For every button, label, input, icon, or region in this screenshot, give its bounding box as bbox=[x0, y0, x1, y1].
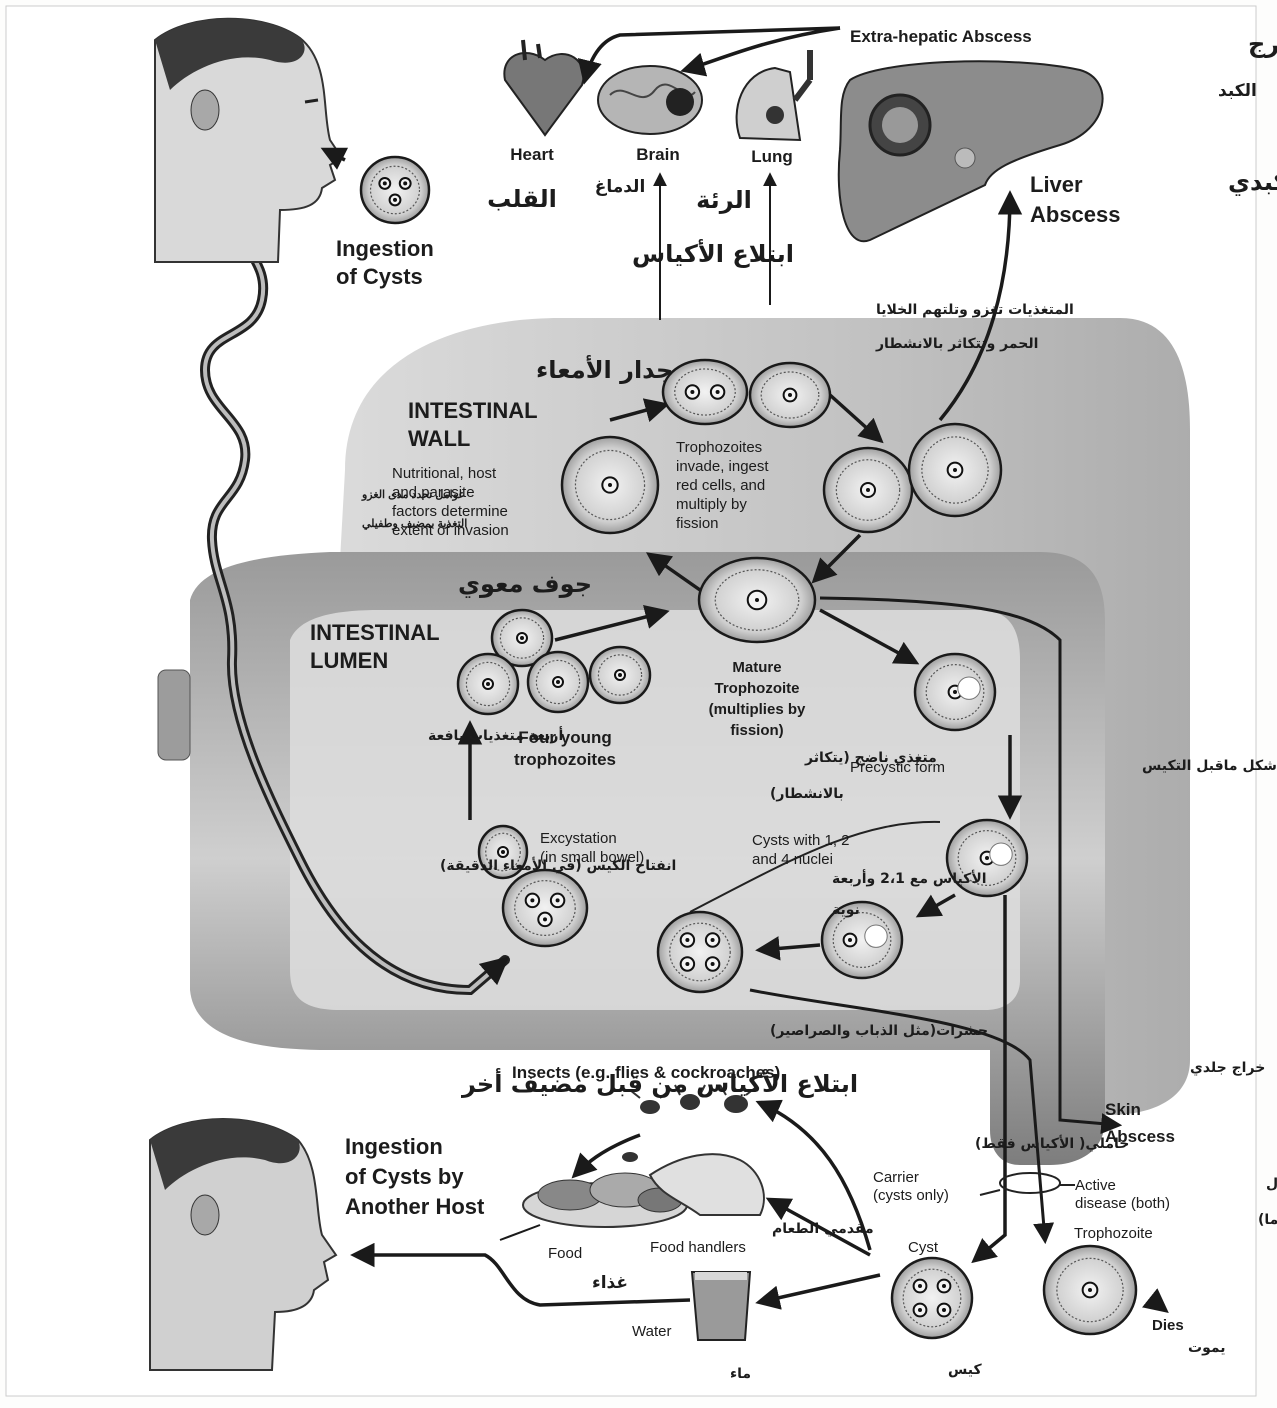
ingestion-label-2: of Cysts bbox=[336, 264, 423, 289]
lumen-ar-title: جوف معوي bbox=[458, 570, 592, 598]
handlers-label: Food handlers bbox=[650, 1239, 746, 1256]
dies-label: Dies bbox=[1152, 1317, 1184, 1334]
precystic-label: Precystic form bbox=[850, 759, 945, 776]
troph-text-4: fission bbox=[676, 515, 719, 532]
troph-passed-cell bbox=[1044, 1246, 1136, 1334]
water-glass-icon bbox=[692, 1272, 750, 1340]
trophozoite-label: Trophozoite bbox=[1074, 1225, 1153, 1242]
skin-ar: خراج جلدي bbox=[1190, 1060, 1265, 1077]
water-ar: ماء bbox=[730, 1366, 751, 1382]
mature-2: (multiplies by bbox=[709, 701, 806, 718]
cyst-4-nuclei-cell bbox=[658, 912, 742, 992]
troph-text-3: multiply by bbox=[676, 496, 747, 513]
cysts-nuclei-ar-2: نوية bbox=[832, 902, 860, 918]
mature-ar-2: بالانشطار) bbox=[770, 786, 844, 802]
extra-hepatic-ar-2: الكبد bbox=[1218, 81, 1257, 101]
four-young-1: Four young bbox=[518, 728, 611, 747]
active-ar-1: مرض فعال bbox=[1266, 1176, 1277, 1192]
troph-text-0: Trophozoites bbox=[676, 439, 762, 456]
troph-text-2: red cells, and bbox=[676, 477, 765, 494]
another-host-3: Another Host bbox=[345, 1194, 485, 1219]
insects-ar: حشرات(مثل الذباب والصراصير) bbox=[770, 1023, 988, 1039]
precystic-ar: شكل ماقبل التكيس bbox=[1142, 758, 1277, 774]
carrier-1: Carrier bbox=[873, 1169, 919, 1186]
carrier-2: (cysts only) bbox=[873, 1187, 949, 1204]
wall-note-0: Nutritional, host bbox=[392, 465, 497, 482]
young-troph-3-cell bbox=[528, 652, 588, 712]
wall-title-1: INTESTINAL bbox=[408, 398, 538, 423]
cysts-nuclei-ar-1: الأكياس مع 2،1 وأربعة bbox=[832, 869, 987, 887]
mature-0: Mature bbox=[732, 659, 781, 676]
liver-label-1: Liver bbox=[1030, 172, 1083, 197]
cyst-passed-cell bbox=[892, 1258, 972, 1338]
cyst-ar: كيس bbox=[948, 1362, 983, 1378]
excyst-large-cell bbox=[503, 870, 587, 946]
lumen-title-2: LUMEN bbox=[310, 648, 388, 673]
troph-wall-2-cell bbox=[824, 448, 912, 532]
troph-wall-3-cell bbox=[909, 424, 1001, 516]
another-host-ar: ابتلاع الأكياس من قبل مضيف أخر bbox=[461, 1068, 858, 1098]
mature-1: Trophozoite bbox=[715, 680, 800, 697]
heart-label: Heart bbox=[510, 145, 554, 164]
handlers-ar: مقدمي الطعام bbox=[772, 1221, 874, 1237]
lung-ar: الرئة bbox=[696, 186, 752, 214]
mature-3: fission) bbox=[730, 722, 783, 739]
wall-ar-title: جدار الأمعاء bbox=[536, 355, 673, 384]
ingestion-label-1: Ingestion bbox=[336, 236, 434, 261]
water-label: Water bbox=[632, 1323, 671, 1340]
troph-dividing-cell bbox=[663, 360, 747, 424]
four-young-2: trophozoites bbox=[514, 750, 616, 769]
brain-label: Brain bbox=[636, 145, 679, 164]
cysts-nuclei-2: and 4 nuclei bbox=[752, 851, 833, 868]
wall-title-2: WALL bbox=[408, 426, 470, 451]
invade-ar-1: المتغذيات تغزو وتلتهم الخلايا bbox=[876, 302, 1074, 318]
ingestion-ar: ابتلاع الأكياس bbox=[632, 239, 794, 268]
active-2: disease (both) bbox=[1075, 1195, 1170, 1212]
cysts-nuclei-1: Cysts with 1, 2 bbox=[752, 832, 850, 849]
wall-note-ar-2: التغذية بمضيف وطفيلي bbox=[362, 518, 467, 531]
wall-note-ar-1: عوامل تحدد مدى الغزو bbox=[361, 489, 465, 501]
lung-label: Lung bbox=[751, 147, 793, 166]
dies-ar: يموت bbox=[1188, 1340, 1226, 1356]
another-host-2: of Cysts by bbox=[345, 1164, 464, 1189]
food-ar: غذاء bbox=[592, 1273, 628, 1293]
cyst-label: Cyst bbox=[908, 1239, 939, 1256]
extra-hepatic-label: Extra-hepatic Abscess bbox=[850, 27, 1032, 46]
precyst-cell bbox=[915, 654, 995, 730]
young-troph-2-cell bbox=[458, 654, 518, 714]
liver-ar: خراج كبدي bbox=[1228, 168, 1277, 196]
skin-1: Skin bbox=[1105, 1100, 1141, 1119]
brain-ar: الدماغ bbox=[595, 177, 646, 197]
troph-wall-1-cell bbox=[562, 437, 658, 533]
active-1: Active bbox=[1075, 1177, 1116, 1194]
active-ar-2: (كلاهما) bbox=[1258, 1212, 1277, 1228]
another-host-1: Ingestion bbox=[345, 1134, 443, 1159]
excyst-ar: انفتاح الكيس (في الأمعاء الدقيقة) bbox=[440, 857, 676, 874]
troph-mature-cell bbox=[699, 558, 815, 642]
lumen-title-1: INTESTINAL bbox=[310, 620, 440, 645]
cyst-ingested-cell bbox=[361, 157, 429, 223]
food-label: Food bbox=[548, 1245, 582, 1262]
heart-ar: القلب bbox=[487, 185, 557, 213]
liver-label-2: Abscess bbox=[1030, 202, 1121, 227]
brain-icon bbox=[598, 66, 702, 134]
young-troph-4-cell bbox=[590, 647, 650, 703]
invade-ar-2: الحمر وتتكاثر بالانشطار bbox=[875, 336, 1038, 352]
extra-hepatic-ar-1: خراج خارج bbox=[1248, 30, 1277, 58]
excyst-1: Excystation bbox=[540, 830, 617, 847]
troph-text-1: invade, ingest bbox=[676, 458, 769, 475]
troph-dividing-2-cell bbox=[750, 363, 830, 427]
skin-2: Abscess bbox=[1105, 1127, 1175, 1146]
